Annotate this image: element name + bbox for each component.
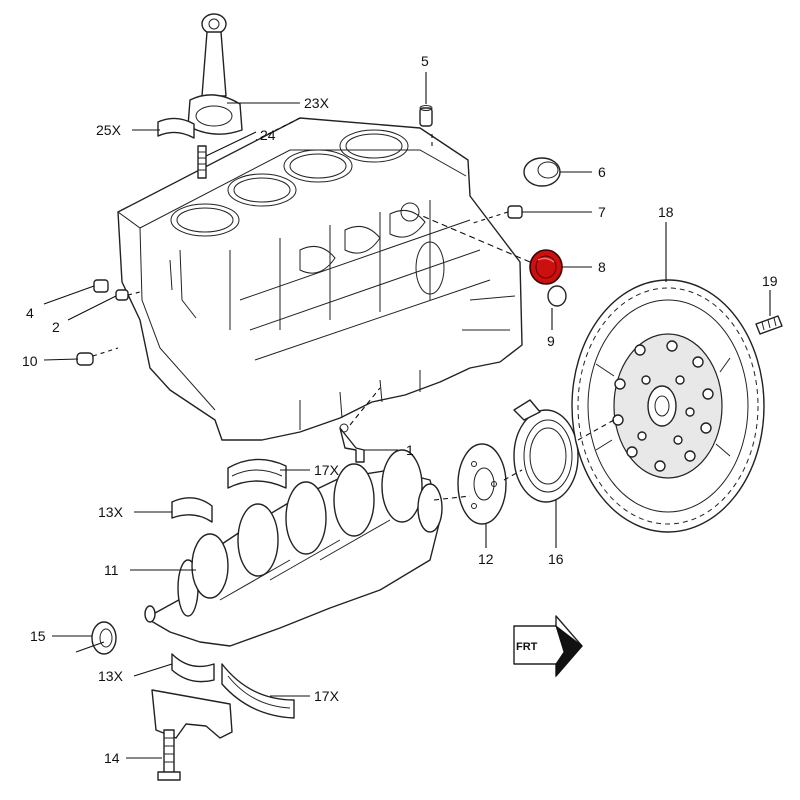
callout-5: 5 [421, 53, 429, 69]
callout-16: 16 [548, 551, 564, 567]
callout-17x-lower: 17X [314, 688, 340, 704]
bearing-cap[interactable] [151, 689, 233, 739]
main-bearing-13x-upper[interactable] [171, 497, 213, 523]
highlighted-plug-8[interactable] [529, 249, 563, 285]
expansion-plug-6[interactable] [523, 157, 561, 187]
callout-2: 2 [52, 319, 60, 335]
callout-25x: 25X [96, 122, 122, 138]
callout-11: 11 [104, 562, 119, 578]
callout-14: 14 [104, 750, 120, 766]
dowel-10[interactable] [76, 352, 94, 366]
leader-lines [43, 72, 771, 759]
flywheel-bolt-19[interactable] [755, 315, 783, 335]
rear-seal-16[interactable] [513, 399, 579, 503]
flywheel-bolt-holes [612, 340, 714, 472]
reluctor-plate-12[interactable] [457, 443, 507, 525]
flywheel-18[interactable] [571, 279, 765, 533]
cap-bolt-14[interactable] [157, 729, 181, 781]
bolt-4[interactable] [93, 279, 109, 293]
front-arrow-label: FRT [516, 641, 538, 653]
crankshaft[interactable] [144, 449, 443, 647]
callout-15: 15 [30, 628, 46, 644]
main-bearing-17x-lower[interactable] [221, 663, 295, 719]
callout-4: 4 [26, 305, 34, 321]
plug-9[interactable] [547, 285, 567, 307]
dowel-pin-5[interactable] [419, 105, 433, 127]
callout-labels: 23X 25X 24 5 6 7 8 9 4 2 10 18 19 1 17X … [22, 53, 778, 766]
callout-19: 19 [762, 273, 778, 289]
front-direction-arrow-icon: FRT [513, 615, 583, 678]
callout-1: 1 [406, 442, 414, 458]
callout-9: 9 [547, 333, 555, 349]
callout-18: 18 [658, 204, 674, 220]
main-bearing-13x-lower[interactable] [171, 653, 215, 683]
front-seal-15[interactable] [91, 621, 117, 655]
callout-23x: 23X [304, 95, 330, 111]
callout-17x-upper: 17X [314, 462, 340, 478]
callout-8: 8 [598, 259, 606, 275]
callout-24: 24 [260, 127, 276, 143]
connecting-rod[interactable] [187, 13, 243, 135]
engine-block[interactable] [117, 117, 523, 441]
sensor-1[interactable] [339, 423, 365, 463]
callout-6: 6 [598, 164, 606, 180]
plug-7[interactable] [507, 205, 523, 219]
callout-7: 7 [598, 204, 606, 220]
main-bearing-17x-upper[interactable] [227, 458, 287, 489]
rod-bearing-shell[interactable] [157, 117, 195, 139]
callout-13x-lower: 13X [98, 668, 124, 684]
callout-13x-upper: 13X [98, 504, 124, 520]
callout-12: 12 [478, 551, 494, 567]
rod-bolt[interactable] [197, 145, 207, 179]
washer-2[interactable] [115, 289, 129, 301]
callout-10: 10 [22, 353, 38, 369]
